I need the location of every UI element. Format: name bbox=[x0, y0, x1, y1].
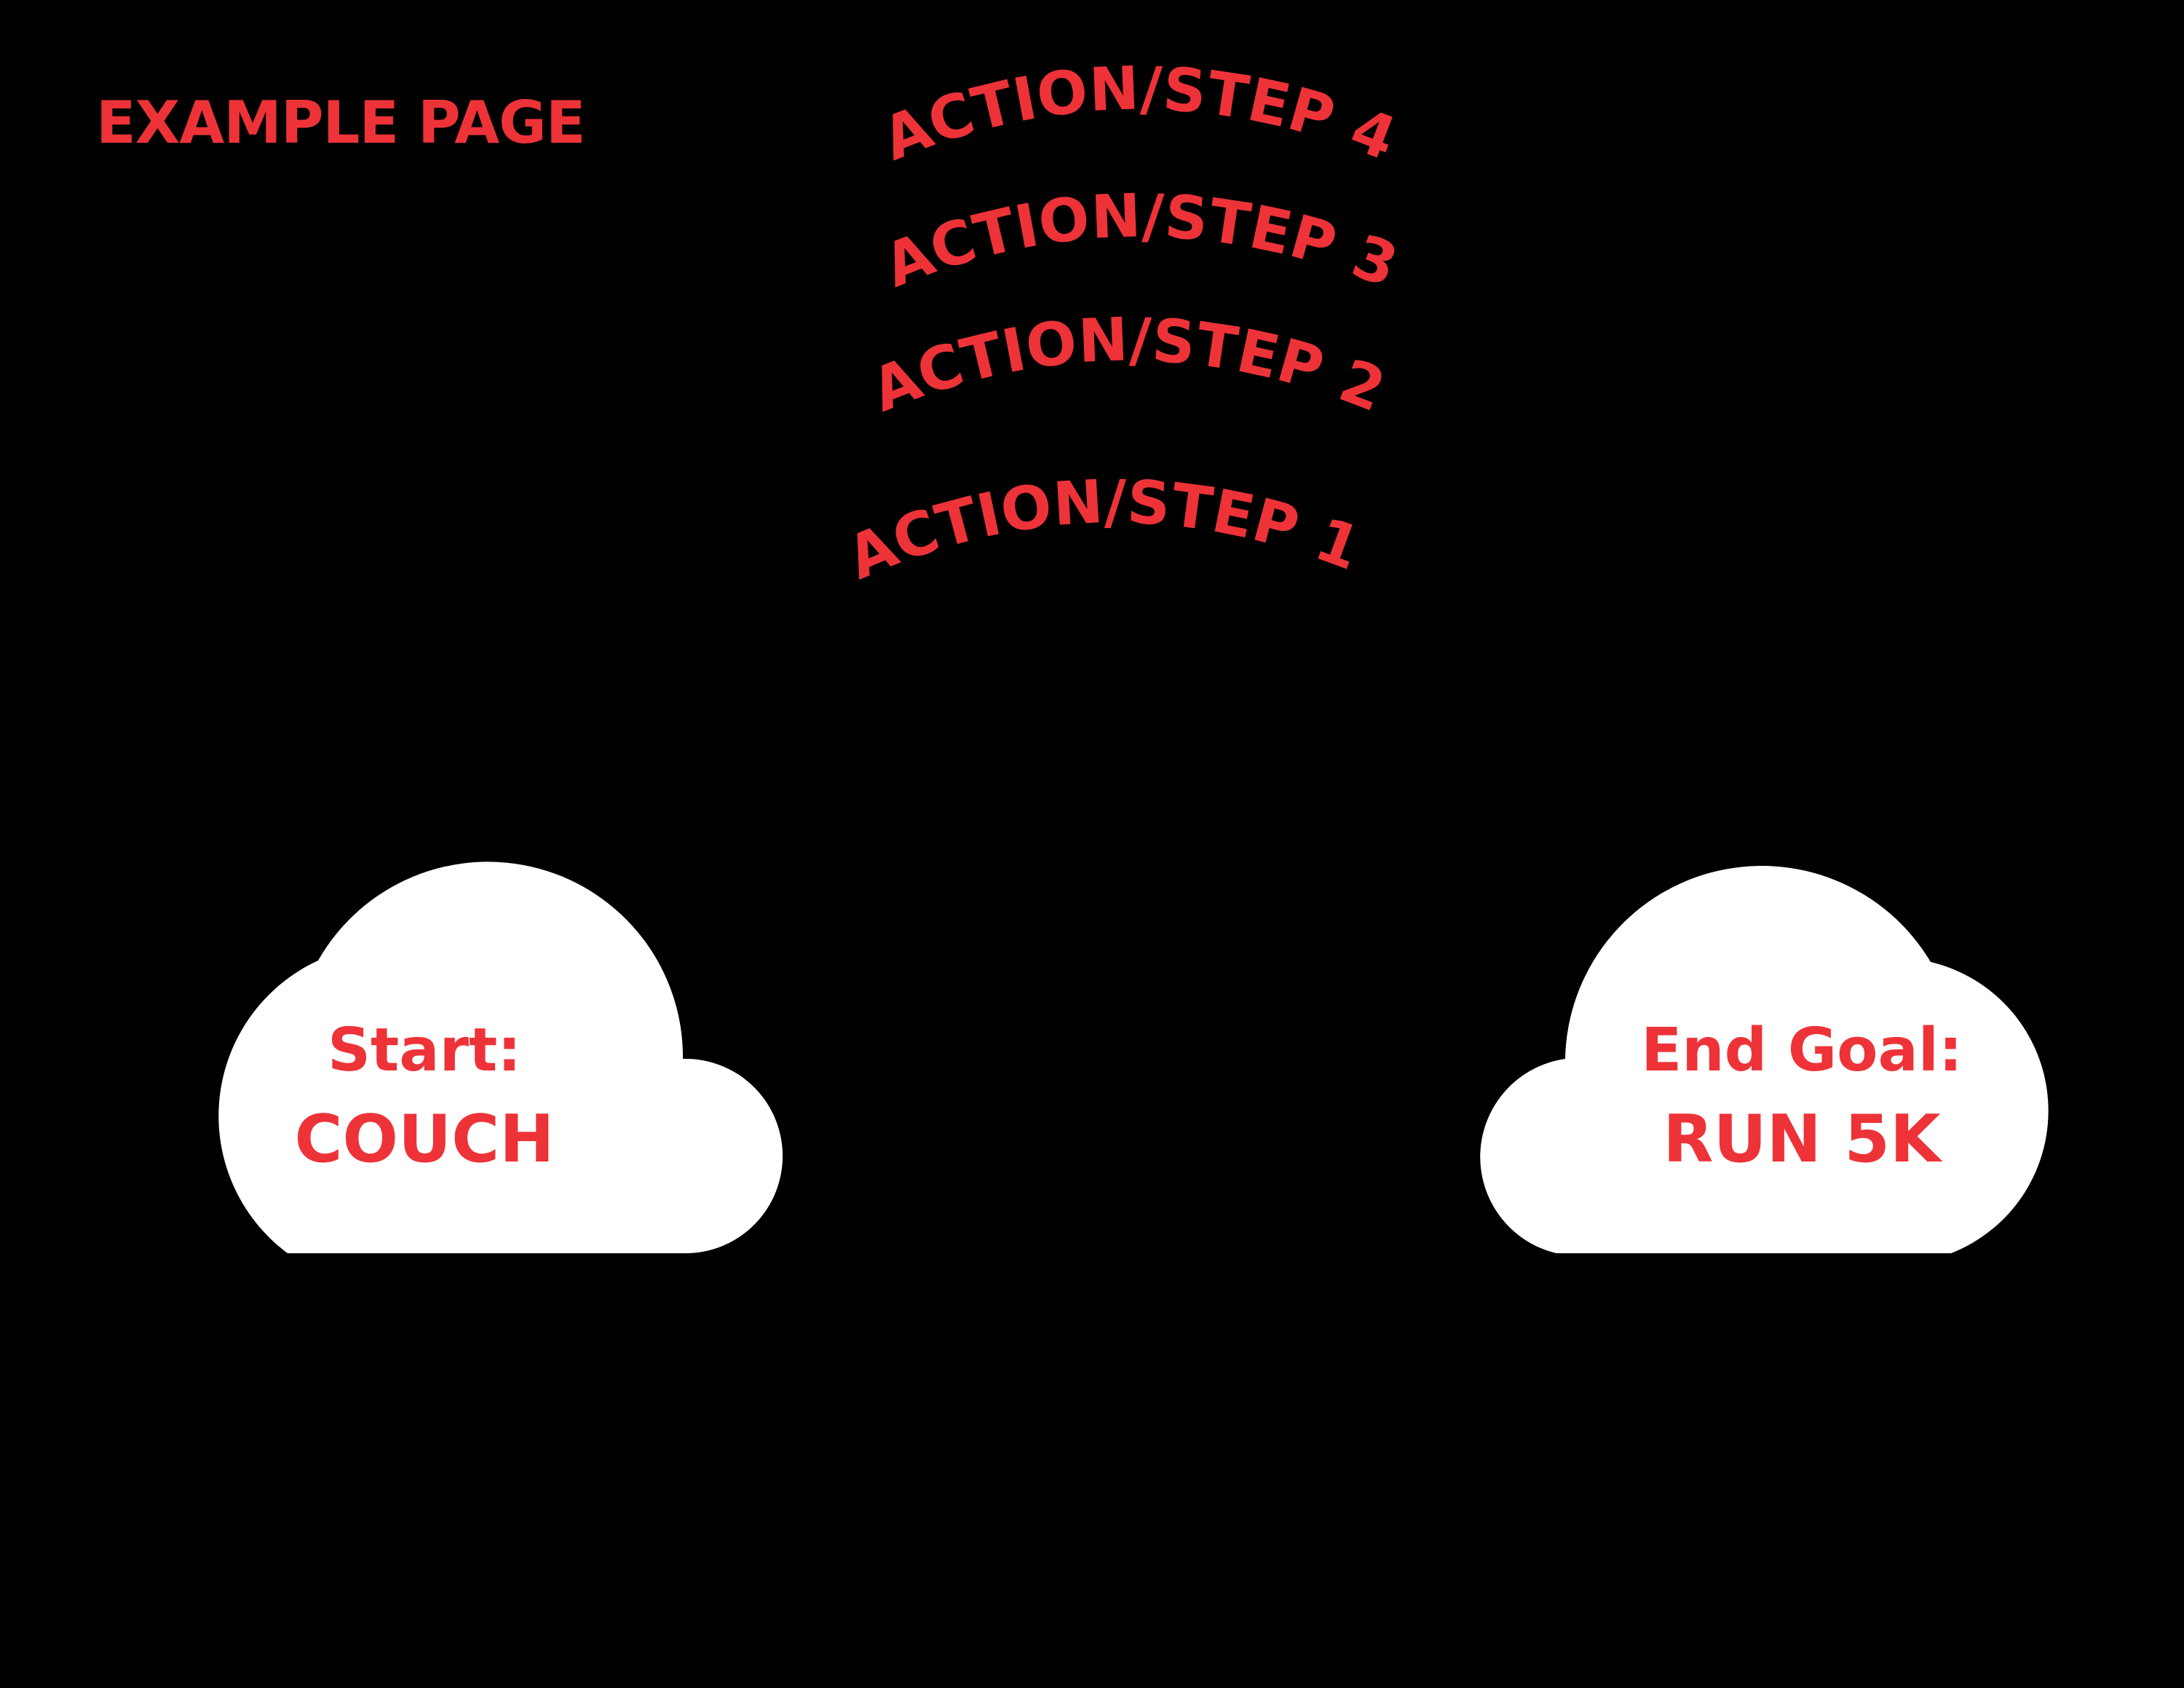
start-cloud-shape bbox=[218, 861, 783, 1253]
goal-label: End Goal: bbox=[1641, 1016, 1963, 1085]
step-4-text: ACTION/STEP 4 bbox=[874, 54, 1405, 174]
goal-value: RUN 5K bbox=[1663, 1101, 1943, 1178]
page-title: EXAMPLE PAGE bbox=[96, 89, 585, 157]
step-2-label: ACTION/STEP 2 bbox=[863, 305, 1394, 425]
steps-group: ACTION/STEP 4 ACTION/STEP 3 ACTION/STEP … bbox=[0, 0, 1406, 593]
goal-cloud-shape bbox=[1480, 866, 2049, 1253]
step-3-text: ACTION/STEP 3 bbox=[875, 181, 1406, 301]
start-label: Start: bbox=[328, 1016, 521, 1085]
step-3-label: ACTION/STEP 3 bbox=[875, 181, 1406, 301]
goal-cloud: End Goal: RUN 5K bbox=[1480, 866, 2049, 1253]
step-2-text: ACTION/STEP 2 bbox=[863, 305, 1394, 425]
start-cloud: Start: COUCH bbox=[218, 861, 783, 1253]
step-4-label: ACTION/STEP 4 bbox=[874, 54, 1405, 174]
start-value: COUCH bbox=[294, 1101, 554, 1178]
